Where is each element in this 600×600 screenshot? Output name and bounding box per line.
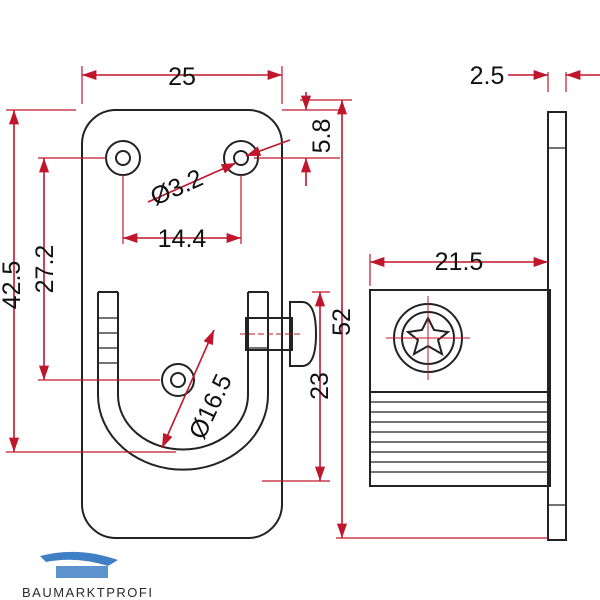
side-bracket-outline	[369, 289, 551, 487]
dim-thickness: 2.5	[470, 62, 505, 90]
logo-roof-icon	[40, 551, 118, 566]
brand-logo: BAUMARKTPROFI	[22, 551, 153, 600]
dim-width-top: 25	[168, 63, 196, 91]
brand-name: BAUMARKTPROFI	[22, 585, 153, 600]
dim-hole-spacing: 14.4	[158, 225, 207, 253]
locking-screw	[240, 301, 318, 367]
base-plate-outline	[81, 109, 283, 539]
dimension-lines	[6, 66, 600, 539]
side-bracket-hatching	[370, 401, 548, 473]
dim-hole-offset: 5.8	[308, 119, 336, 154]
dim-total-height: 52	[328, 308, 356, 336]
mounting-hole-left	[105, 140, 141, 176]
dim-height-holes: 27.2	[31, 245, 59, 294]
side-plate-outline	[547, 111, 567, 541]
dim-lower-height: 23	[306, 372, 334, 400]
torx-screw-head	[386, 296, 470, 380]
dim-hole-diameter: Ø3.2	[146, 164, 207, 212]
dim-side-depth: 21.5	[435, 248, 484, 276]
ring-hole	[161, 363, 195, 397]
dim-height-outer: 42.5	[0, 261, 26, 310]
logo-block-icon	[56, 566, 108, 578]
mounting-hole-right	[223, 140, 259, 176]
side-view	[369, 111, 567, 541]
u-bracket	[97, 291, 269, 471]
